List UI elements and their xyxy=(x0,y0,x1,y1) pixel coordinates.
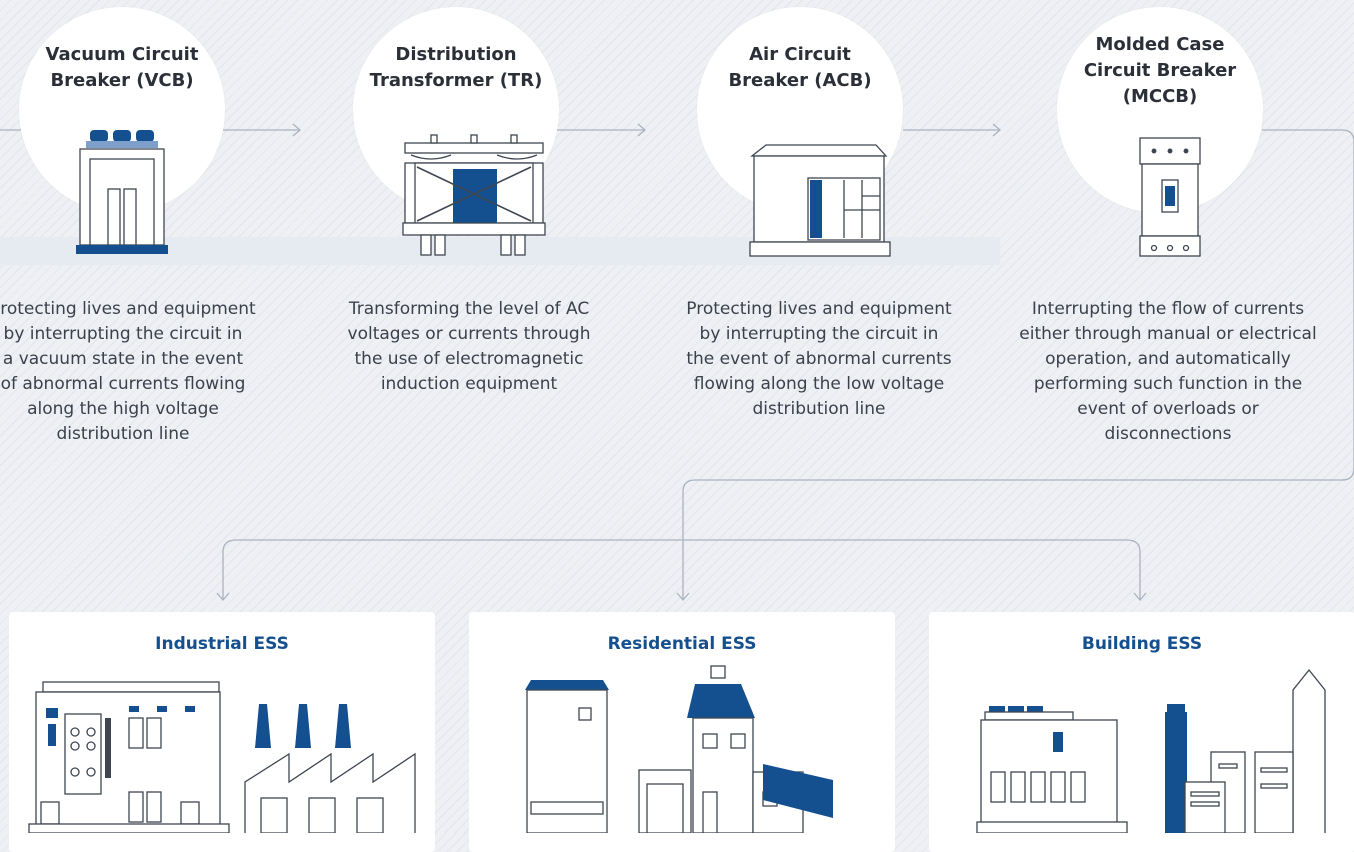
mccb-title-line3: (MCCB) xyxy=(1122,86,1198,107)
acb-description: Protecting lives and equipment by interr… xyxy=(669,297,969,422)
connector-branch xyxy=(222,539,1141,600)
building-ess-title: Building ESS xyxy=(1081,634,1203,654)
transformer-desc-line: voltages or currents through xyxy=(347,324,591,344)
acb-title: Air Circuit Breaker (ACB) xyxy=(697,42,903,94)
transformer-title-line1: Distribution xyxy=(395,44,517,65)
mccb-title-line1: Molded Case xyxy=(1095,34,1225,55)
transformer-description: Transforming the level of AC voltages or… xyxy=(319,297,619,397)
mccb-icon xyxy=(1139,137,1201,257)
mccb-desc-line: event of overloads or disconnections xyxy=(1077,399,1259,444)
transformer-desc-line: the use of electromagnetic xyxy=(354,349,584,369)
transformer-title-line2: Transformer (TR) xyxy=(369,70,543,91)
mccb-desc-line: Interrupting the flow of currents xyxy=(1031,299,1305,319)
transformer-icon xyxy=(402,134,546,256)
acb-icon xyxy=(749,144,891,257)
acb-desc-line: the event of abnormal currents xyxy=(686,349,952,369)
vcb-desc-line: of abnormal currents flowing xyxy=(0,374,246,394)
vcb-desc-line: distribution line xyxy=(56,424,190,444)
vcb-desc-line: a vacuum state in the event xyxy=(2,349,244,369)
vcb-desc-line: Protecting lives and equipment xyxy=(0,299,256,319)
acb-desc-line: distribution line xyxy=(752,399,886,419)
transformer-desc-line: induction equipment xyxy=(380,374,558,394)
vcb-description: Protecting lives and equipment by interr… xyxy=(0,297,273,447)
acb-desc-line: Protecting lives and equipment xyxy=(686,299,952,319)
transformer-desc-line: Transforming the level of AC xyxy=(348,299,590,319)
industrial-ess-illustration xyxy=(28,681,416,833)
mccb-desc-line: performing such function in the xyxy=(1033,374,1303,394)
vcb-desc-line: by interrupting the circuit in xyxy=(3,324,243,344)
residential-ess-card: Residential ESS xyxy=(469,612,895,852)
connector-mccb-down xyxy=(682,129,1354,600)
vcb-title: Vacuum Circuit Breaker (VCB) xyxy=(19,42,225,94)
acb-title-line1: Air Circuit xyxy=(749,44,851,65)
vcb-icon xyxy=(76,130,168,254)
mccb-description: Interrupting the flow of currents either… xyxy=(1018,297,1318,447)
acb-desc-line: flowing along the low voltage xyxy=(693,374,945,394)
transformer-title: Distribution Transformer (TR) xyxy=(353,42,559,94)
vcb-title-line2: Breaker (VCB) xyxy=(50,70,194,91)
flow-connectors xyxy=(0,123,1354,601)
mccb-desc-line: operation, and automatically xyxy=(1045,349,1291,369)
mccb-desc-line: either through manual or electrical xyxy=(1019,324,1317,344)
mccb-title: Molded Case Circuit Breaker (MCCB) xyxy=(1057,32,1263,110)
building-ess-card: Building ESS xyxy=(929,612,1354,852)
residential-ess-title: Residential ESS xyxy=(607,634,757,654)
vcb-title-line1: Vacuum Circuit xyxy=(45,44,199,65)
vcb-desc-line: along the high voltage xyxy=(27,399,219,419)
industrial-ess-title: Industrial ESS xyxy=(155,634,289,654)
industrial-ess-card: Industrial ESS xyxy=(9,612,435,852)
acb-desc-line: by interrupting the circuit in xyxy=(699,324,939,344)
residential-ess-illustration xyxy=(525,665,833,833)
mccb-title-line2: Circuit Breaker xyxy=(1083,60,1237,81)
acb-title-line2: Breaker (ACB) xyxy=(728,70,872,91)
building-ess-illustration xyxy=(976,668,1326,833)
